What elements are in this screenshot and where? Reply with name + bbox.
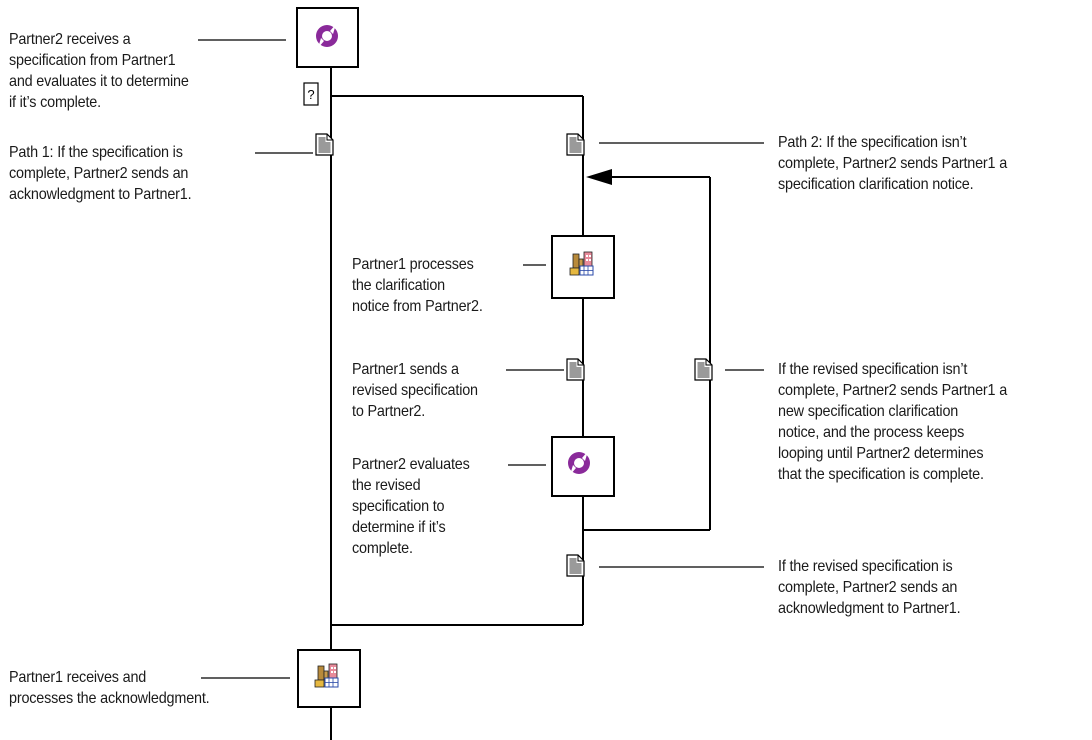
annotation-revised-complete: If the revised specification is complete… [778, 558, 961, 617]
decision-symbol: ? [307, 87, 314, 102]
leader-lines [198, 39, 764, 679]
annotation-p1-receives-ack: Partner1 receives and processes the ackn… [9, 669, 210, 707]
decision-marker[interactable]: ? [303, 82, 319, 106]
annotation-p2-evaluates-revised: Partner2 evaluates the revised specifica… [352, 456, 470, 557]
partner1-activity-ack[interactable] [297, 649, 361, 708]
document-icon[interactable] [694, 358, 713, 381]
annotation-p2-receives: Partner2 receives a specification from P… [9, 31, 189, 111]
partner2-activity-start[interactable] [296, 7, 359, 68]
annotation-path2: Path 2: If the specification isn’t compl… [778, 134, 1008, 193]
annotation-path1: Path 1: If the specification is complete… [9, 144, 192, 203]
annotation-p1-sends-revised: Partner1 sends a revised specification t… [352, 361, 478, 420]
annotation-revised-incomplete: If the revised specification isn’t compl… [778, 361, 1008, 483]
document-icon[interactable] [566, 358, 585, 381]
partner2-activity-revised[interactable] [551, 436, 615, 497]
document-icon[interactable] [566, 554, 585, 577]
document-icon[interactable] [566, 133, 585, 156]
loop-arrowhead [586, 169, 612, 185]
annotation-p1-processes-clarification: Partner1 processes the clarification not… [352, 256, 483, 315]
partner1-activity-clarification[interactable] [551, 235, 615, 299]
flow-lines [330, 67, 711, 740]
document-icon[interactable] [315, 133, 334, 156]
